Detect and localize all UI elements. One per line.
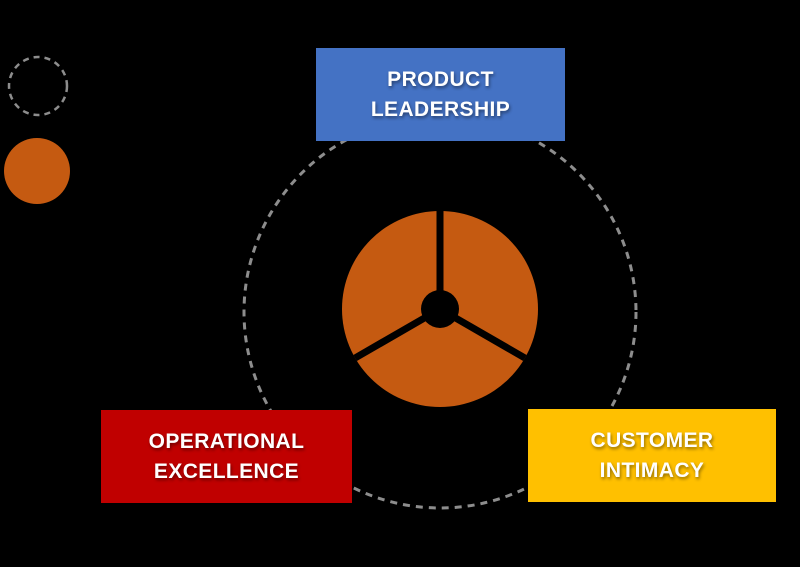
product-leadership-box: PRODUCT LEADERSHIP [316, 48, 565, 141]
product-leadership-label-line2: LEADERSHIP [370, 97, 511, 121]
product-leadership-label-line1: PRODUCT [387, 67, 494, 91]
legend-dashed-circle-icon [7, 55, 69, 117]
customer-intimacy-box: CUSTOMER INTIMACY [528, 409, 776, 502]
wheel-hub [421, 290, 459, 328]
operational-excellence-label-line2: EXCELLENCE [153, 459, 300, 483]
operational-excellence-label-line1: OPERATIONAL [148, 429, 305, 453]
customer-intimacy-label-line2: INTIMACY [599, 458, 705, 482]
customer-intimacy-label-line1: CUSTOMER [590, 428, 714, 452]
operational-excellence-box: OPERATIONAL EXCELLENCE [101, 410, 352, 503]
legend-orange-circle-icon [4, 138, 70, 204]
